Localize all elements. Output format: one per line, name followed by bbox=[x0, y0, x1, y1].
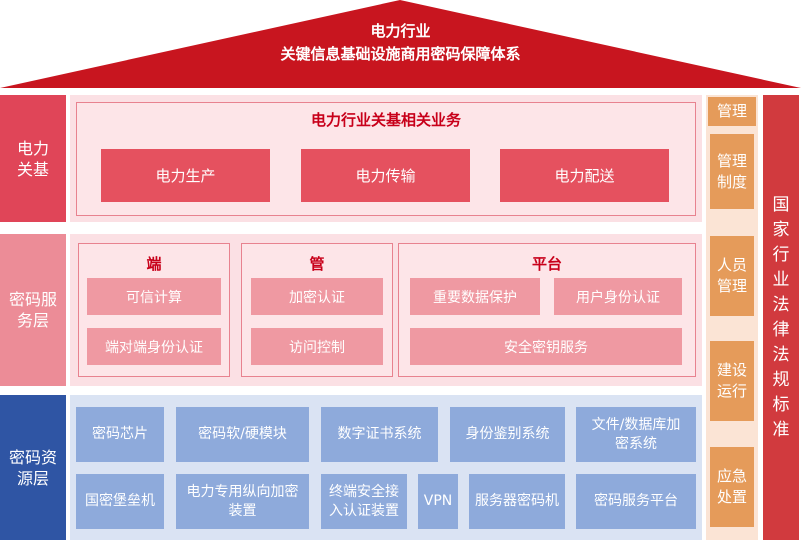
resource-item-terminal-access: 终端安全接 入认证装置 bbox=[321, 474, 407, 529]
management-item-emergency: 应急 处置 bbox=[710, 447, 754, 527]
resource-item-identity-system-l1: 身份鉴别系统 bbox=[465, 426, 550, 442]
resource-item-bastion-l1: 国密堡垒机 bbox=[85, 493, 155, 509]
resource-item-crypto-platform-l1: 密码服务平台 bbox=[594, 493, 678, 509]
resource-item-crypto-chip: 密码芯片 bbox=[76, 407, 164, 462]
roof-title-line1: 电力行业 bbox=[370, 22, 431, 40]
service-item-access-control: 访问控制 bbox=[251, 328, 383, 365]
resource-item-db-encryption-l1: 文件/数据库加 bbox=[591, 416, 681, 433]
regulation-char: 法 bbox=[772, 344, 790, 365]
regulation-char: 标 bbox=[772, 394, 790, 415]
service-label-line1: 密码服 bbox=[8, 290, 57, 309]
regulation-char: 行 bbox=[772, 244, 790, 265]
service-pipe-title: 管 bbox=[309, 254, 325, 273]
service-item-data-protection: 重要数据保护 bbox=[410, 278, 540, 315]
resource-item-db-encryption: 文件/数据库加 密系统 bbox=[576, 407, 696, 462]
roof-title-line2: 关键信息基础设施商用密码保障体系 bbox=[280, 45, 521, 63]
service-item-key-service: 安全密钥服务 bbox=[410, 328, 682, 365]
management-item-emergency-l1: 应急 bbox=[716, 467, 747, 485]
management-item-system-l1: 管理 bbox=[716, 151, 747, 170]
resource-item-vpn: VPN bbox=[418, 474, 458, 529]
resource-item-bastion: 国密堡垒机 bbox=[76, 474, 164, 529]
power-label-line1: 电力 bbox=[16, 138, 49, 158]
power-business-title: 电力行业关基相关业务 bbox=[310, 110, 461, 129]
management-item-personnel-l1: 人员 bbox=[716, 256, 747, 274]
resource-item-crypto-chip-l1: 密码芯片 bbox=[92, 426, 148, 442]
service-item-trusted-computing: 可信计算 bbox=[87, 278, 221, 315]
resource-label-line1: 密码资 bbox=[8, 447, 57, 467]
regulation-char: 规 bbox=[772, 369, 790, 390]
regulation-bar: 国 家 行 业 法 律 法 规 标 准 bbox=[763, 95, 799, 540]
power-item-generation: 电力生产 bbox=[101, 149, 270, 202]
service-item-user-auth: 用户身份认证 bbox=[554, 278, 682, 315]
resource-label-line2: 源层 bbox=[16, 468, 49, 488]
power-layer-label: 电力 关基 bbox=[0, 95, 66, 222]
service-layer-label: 密码服 务层 bbox=[0, 234, 66, 386]
management-item-construction-l2: 运行 bbox=[716, 382, 747, 400]
service-platform-title: 平台 bbox=[531, 254, 562, 273]
power-label-line2: 关基 bbox=[16, 159, 49, 179]
management-item-system: 管理 制度 bbox=[710, 134, 754, 209]
service-end-title: 端 bbox=[146, 254, 162, 273]
regulation-char: 业 bbox=[772, 269, 790, 290]
management-item-emergency-l2: 处置 bbox=[716, 488, 747, 506]
resource-item-identity-system: 身份鉴别系统 bbox=[450, 407, 565, 462]
power-item-transmission: 电力传输 bbox=[301, 149, 470, 202]
resource-item-crypto-module-l1: 密码软/硬模块 bbox=[198, 426, 287, 442]
resource-item-cert-system-l1: 数字证书系统 bbox=[337, 426, 422, 442]
regulation-char: 国 bbox=[772, 194, 790, 215]
service-label-line2: 务层 bbox=[16, 311, 49, 330]
resource-item-vertical-encryption: 电力专用纵向加密 装置 bbox=[176, 474, 309, 529]
roof-shape bbox=[0, 0, 801, 88]
resource-item-terminal-access-l1: 终端安全接 bbox=[329, 483, 399, 500]
regulation-char: 家 bbox=[772, 219, 790, 240]
resource-item-vpn-l1: VPN bbox=[423, 493, 453, 509]
resource-item-server-crypto: 服务器密码机 bbox=[469, 474, 565, 529]
resource-item-vertical-encryption-l1: 电力专用纵向加密 bbox=[186, 483, 299, 500]
resource-item-crypto-platform: 密码服务平台 bbox=[576, 474, 696, 529]
management-item-system-l2: 制度 bbox=[716, 172, 747, 191]
resource-item-db-encryption-l2: 密系统 bbox=[615, 435, 657, 452]
service-item-e2e-auth: 端对端身份认证 bbox=[87, 328, 221, 365]
resource-item-cert-system: 数字证书系统 bbox=[321, 407, 438, 462]
resource-item-crypto-module: 密码软/硬模块 bbox=[176, 407, 309, 462]
resource-item-vertical-encryption-l2: 装置 bbox=[228, 502, 257, 519]
regulation-char: 法 bbox=[772, 294, 790, 315]
resource-layer-label: 密码资 源层 bbox=[0, 395, 66, 540]
resource-item-server-crypto-l1: 服务器密码机 bbox=[475, 493, 559, 509]
resource-item-terminal-access-l2: 入认证装置 bbox=[329, 502, 399, 519]
management-item-personnel: 人员 管理 bbox=[710, 236, 754, 316]
management-item-construction-l1: 建设 bbox=[716, 361, 747, 379]
service-item-encrypt-auth: 加密认证 bbox=[251, 278, 383, 315]
management-item-personnel-l2: 管理 bbox=[716, 277, 747, 295]
regulation-char: 准 bbox=[772, 419, 790, 440]
management-item-construction: 建设 运行 bbox=[710, 341, 754, 421]
management-header: 管理 bbox=[708, 97, 756, 126]
power-item-distribution: 电力配送 bbox=[500, 149, 669, 202]
regulation-char: 律 bbox=[772, 319, 790, 340]
roof bbox=[0, 0, 801, 88]
